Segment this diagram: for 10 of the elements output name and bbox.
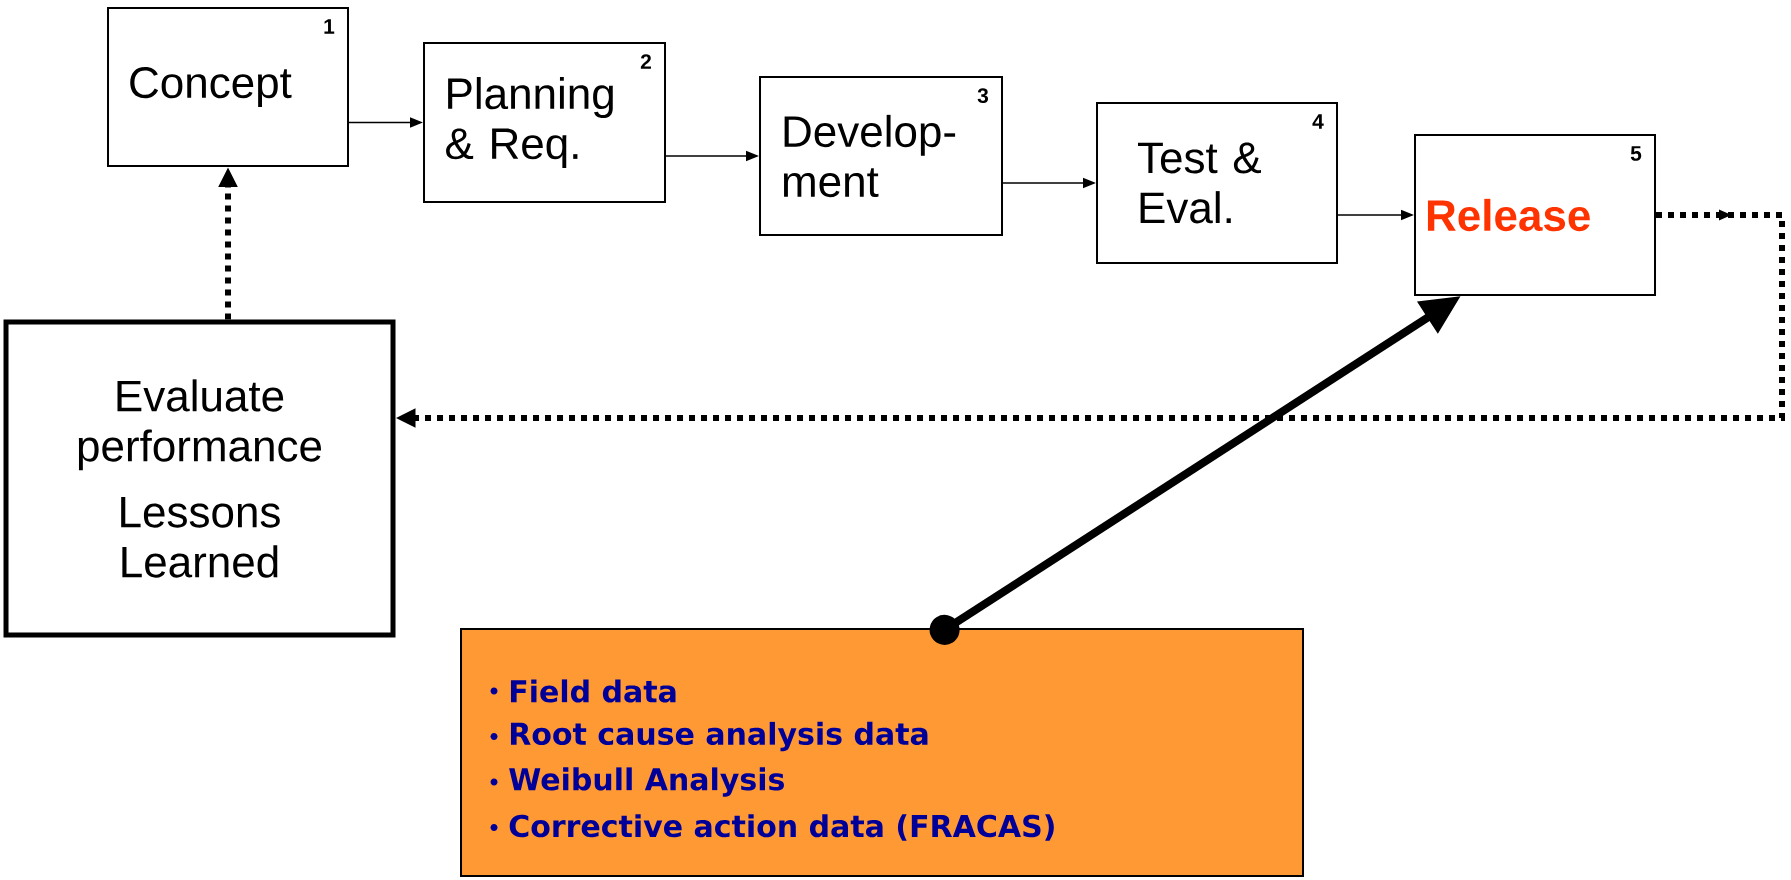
list-item: Root cause analysis data <box>490 721 928 752</box>
list-item: Corrective action data (FRACAS) <box>490 814 1054 841</box>
list-item: Field data <box>490 679 676 703</box>
step-number: 5 <box>1630 146 1642 161</box>
step-number: 4 <box>1312 114 1324 129</box>
list-item: Weibull Analysis <box>490 767 784 797</box>
process-box: Evaluate performance Lessons Learned <box>3 319 396 638</box>
step-number: 1 <box>324 19 335 34</box>
step-number: 3 <box>977 88 989 104</box>
step-number: 2 <box>640 54 651 69</box>
